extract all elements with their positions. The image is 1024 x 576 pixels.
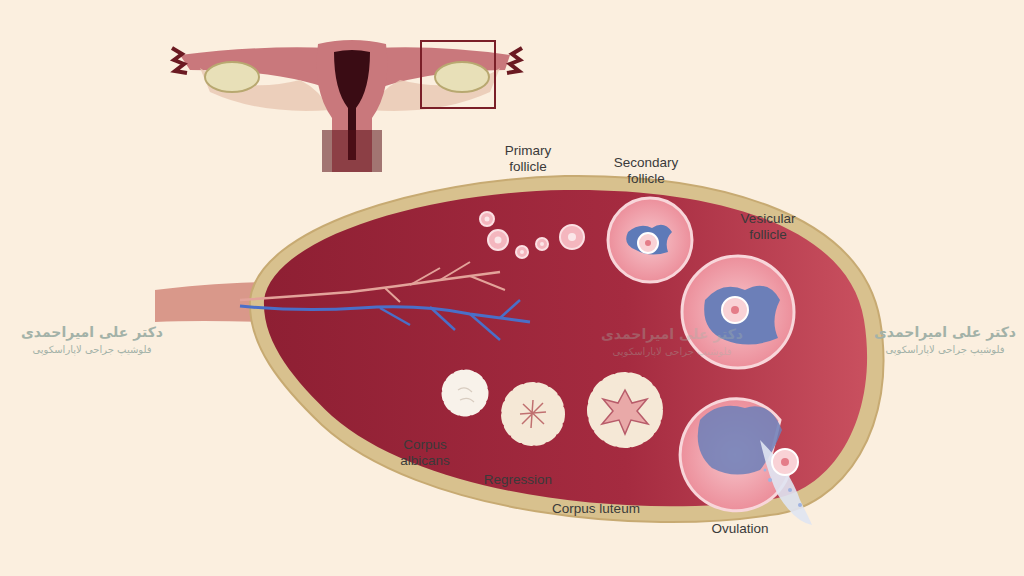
part-label: Primary follicle	[488, 143, 568, 175]
part-label: Corpus luteum	[531, 501, 661, 517]
part-label: Corpus albicans	[385, 437, 465, 469]
part-label: Ovulation	[685, 521, 795, 537]
watermark-text: فلوشیپ جراحی لاپاراسکوپی	[612, 346, 731, 358]
watermark-text: فلوشیپ جراحی لاپاراسکوپی	[885, 344, 1004, 356]
part-label: Vesicular follicle	[725, 211, 811, 243]
watermark-text: دکتر علی امیراحمدی	[601, 326, 743, 343]
watermark-text: دکتر علی امیراحمدی	[21, 324, 163, 341]
watermark-text: دکتر علی امیراحمدی	[874, 324, 1016, 341]
part-label: Secondary follicle	[601, 155, 691, 187]
ovary-section	[155, 176, 884, 525]
watermark-text: فلوشیپ جراحی لاپاراسکوپی	[32, 344, 151, 356]
part-label: Regression	[463, 472, 573, 488]
